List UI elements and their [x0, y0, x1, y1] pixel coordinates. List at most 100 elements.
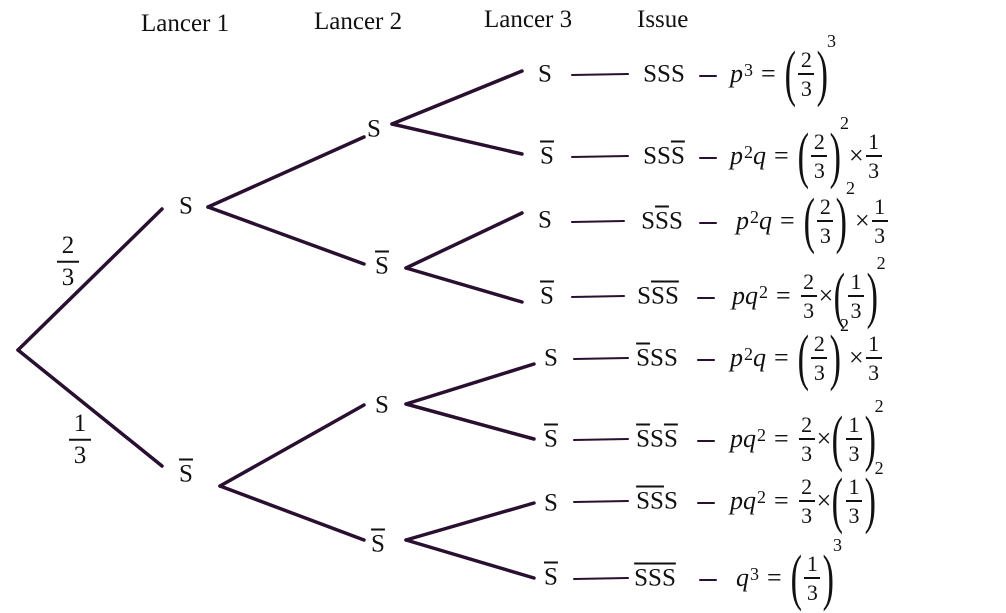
issue-letter: S	[637, 282, 652, 310]
issue-letter: S	[636, 344, 651, 372]
issue-letter: S	[636, 487, 651, 515]
issue-letter: S	[664, 282, 679, 310]
branch-SSbar-Sbar	[404, 266, 524, 304]
header-lancer-2: Lancer 2	[314, 8, 403, 35]
issue-5: SSS	[636, 346, 678, 371]
issue-letter: S	[650, 425, 664, 453]
probability-lower-num: 1	[73, 409, 87, 437]
probability-upper-den: 3	[61, 264, 75, 291]
node-l2b-S: S	[375, 391, 389, 419]
issue-letter: S	[663, 487, 678, 515]
issue-letter: S	[636, 425, 651, 453]
issue-letter: S	[657, 60, 671, 88]
issue-letter: S	[670, 60, 685, 88]
issue-8: SSS	[634, 566, 676, 591]
node-l3-1: S	[538, 60, 552, 88]
issue-letter: S	[650, 344, 664, 372]
issue-letter: S	[651, 282, 665, 310]
branch-SbarS-Sbar	[404, 402, 536, 441]
branch-S-Sbar	[206, 205, 366, 266]
paren-right: )	[835, 187, 848, 255]
node-l3-6: S	[544, 425, 558, 453]
branch-Sbar-S	[218, 403, 366, 488]
issue-connector-2	[571, 155, 629, 158]
paren-right: )	[816, 40, 829, 108]
node-l1-S: S	[179, 192, 193, 220]
branch-S-S	[206, 135, 366, 209]
node-l2-Sbar: S	[375, 252, 389, 280]
issue-connector-7	[573, 500, 629, 503]
issue-letter: S	[648, 564, 662, 592]
paren-left: (	[831, 467, 844, 535]
issue-connector-3	[571, 220, 625, 223]
issue-letter: S	[655, 207, 669, 235]
probability-lower-den: 3	[73, 442, 87, 469]
header-lancer-3: Lancer 3	[484, 6, 573, 33]
exponent: 2	[845, 178, 855, 198]
exponent: 3	[826, 31, 836, 51]
exponent: 2	[874, 396, 884, 416]
issue-letter: S	[643, 60, 658, 88]
issue-1: SSS	[643, 62, 685, 87]
issue-6: SSS	[636, 427, 678, 452]
node-l3-4: S	[540, 282, 554, 310]
branch-SbarSbar-S	[404, 501, 536, 542]
node-l1-Sbar: S	[179, 460, 193, 488]
node-l3-3: S	[538, 206, 552, 234]
issue-letter: S	[663, 425, 678, 453]
exponent: 2	[876, 253, 886, 273]
paren-left: (	[803, 187, 815, 255]
issue-connector-5	[573, 357, 629, 360]
exponent: 2	[839, 113, 849, 133]
node-l3-7: S	[544, 489, 558, 517]
probability-upper-num: 2	[61, 231, 75, 259]
issue-7: SSS	[636, 489, 678, 514]
paren-right: )	[866, 262, 879, 330]
fraction-bar	[69, 439, 91, 441]
paren-left: (	[790, 544, 802, 612]
exponent: 2	[839, 315, 849, 335]
node-l3-2: S	[540, 142, 554, 170]
paren-left: (	[784, 40, 796, 108]
issue-letter: S	[641, 207, 656, 235]
node-l3-5: S	[544, 344, 558, 372]
paren-right: )	[822, 544, 835, 612]
issue-letter: S	[670, 142, 685, 170]
node-l2-S: S	[367, 115, 381, 143]
header-lancer-1: Lancer 1	[141, 10, 230, 37]
issue-2: SSS	[643, 144, 685, 169]
issue-letter: S	[663, 344, 678, 372]
branch-SS-Sbar	[390, 122, 524, 156]
branch-Sbar-Sbar	[218, 484, 366, 542]
branch-root-S	[16, 207, 164, 352]
issue-letter: S	[634, 564, 649, 592]
issue-4: SSS	[637, 284, 679, 309]
issue-letter: S	[650, 487, 664, 515]
paren-left: (	[833, 262, 846, 330]
paren-right: )	[829, 122, 842, 190]
branch-SbarS-S	[404, 362, 536, 406]
paren-right: )	[829, 324, 842, 392]
issue-connector-8	[573, 577, 629, 580]
branch-root-Sbar	[16, 348, 164, 468]
node-l2b-Sbar: S	[371, 530, 385, 558]
issue-letter: S	[657, 142, 671, 170]
